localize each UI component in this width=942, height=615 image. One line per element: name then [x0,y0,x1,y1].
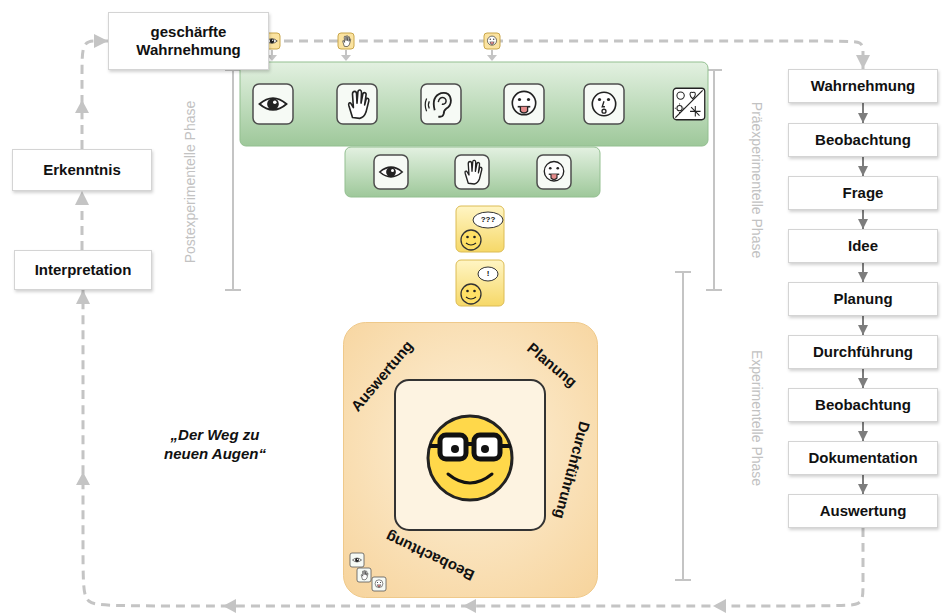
box-text: Beobachtung [815,396,911,414]
flow-arrow [862,316,864,335]
idea-icon [456,260,504,306]
loop-chevron [75,100,726,613]
phase-label: Postexperimentelle Phase [182,101,198,264]
box-text: Planung [833,290,892,308]
box-text: Auswertung [820,502,907,520]
step-box: Beobachtung [788,388,938,422]
step-box: Wahrnehmung [788,69,938,103]
box-text: Erkenntnis [43,161,121,179]
motto-text: „Der Weg zu neuen Augen“ [155,426,275,464]
flow-arrow [862,475,864,494]
flow-arrow [862,103,864,123]
step-box: Planung [788,282,938,316]
loop-arrow [83,290,863,606]
thought-bubble-text: ??? [481,216,496,224]
question-icon [456,206,504,252]
sense-bar [240,62,709,146]
box-text: geschärfte Wahrnehmung [109,23,268,59]
method-cycle-box: AuswertungPlanungDurchführungBeobachtung [343,322,598,598]
result-box: Interpretation [14,250,152,290]
box-text: Dokumentation [808,449,917,467]
flow-arrow [862,263,864,282]
box-text: Wahrnehmung [811,77,915,95]
box-text: Idee [848,237,878,255]
top-sense-icons [264,33,500,61]
step-box: Durchführung [788,335,938,369]
flow-arrow [862,210,864,229]
box-text: Frage [843,184,884,202]
loop-arrow [82,41,108,149]
result-box: Erkenntnis [12,149,152,191]
connector-group [82,41,863,606]
selected-sense-bar [345,147,600,197]
step-box: Frage [788,176,938,210]
loop-arrow [81,191,84,250]
step-box: Beobachtung [788,123,938,157]
flow-arrow [862,369,864,388]
phase-label: Experimentelle Phase [749,350,765,486]
box-text: Durchführung [813,343,913,361]
step-box: Auswertung [788,494,938,528]
step-box: Idee [788,229,938,263]
flow-arrow [862,422,864,441]
result-box: geschärfte Wahrnehmung [108,12,269,70]
box-text: Beobachtung [815,131,911,149]
step-box: Dokumentation [788,441,938,475]
flow-arrow [862,157,864,176]
phase-label: Präexperimentelle Phase [749,102,765,258]
thought-bubble-text: ! [487,270,490,278]
box-text: Interpretation [35,261,132,279]
